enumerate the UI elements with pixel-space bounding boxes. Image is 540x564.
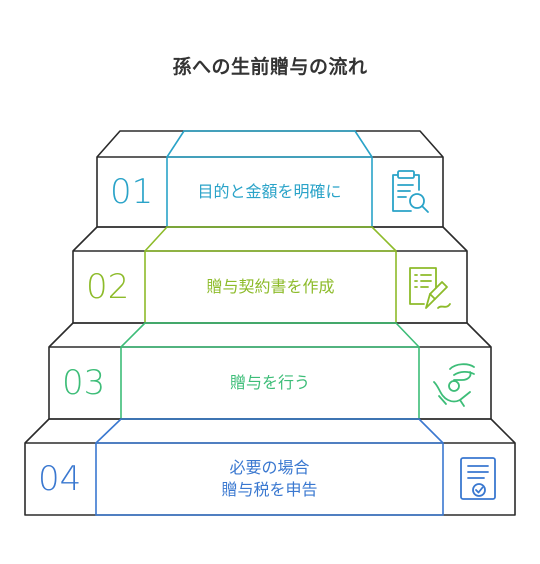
- page-title: 孫への生前贈与の流れ: [172, 56, 368, 78]
- step-label-02: 贈与契約書を作成: [145, 251, 396, 323]
- clipboard-search-icon: [392, 170, 429, 213]
- step-04-block: [24, 418, 516, 516]
- step-number-01: 01: [110, 172, 154, 212]
- step-label-04: 必要の場合 贈与税を申告: [96, 443, 443, 515]
- step-label-01: 目的と金額を明確に: [167, 157, 372, 227]
- step-label-01-line-1: 目的と金額を明確に: [197, 182, 342, 201]
- contract-signing-icon: [409, 267, 451, 309]
- step-label-04-line-1: 必要の場合: [229, 458, 310, 477]
- step-number-04: 04: [38, 459, 82, 499]
- step-label-03-line-1: 贈与を行う: [229, 373, 310, 392]
- step-label-04-line-2: 贈与税を申告: [221, 480, 318, 499]
- step-number-03: 03: [62, 363, 106, 403]
- tax-document-check-icon: [460, 457, 496, 500]
- step-number-02: 02: [86, 267, 130, 307]
- giving-hand-icon: [433, 363, 475, 407]
- step-label-03: 贈与を行う: [121, 347, 419, 419]
- step-label-02-line-1: 贈与契約書を作成: [206, 277, 335, 296]
